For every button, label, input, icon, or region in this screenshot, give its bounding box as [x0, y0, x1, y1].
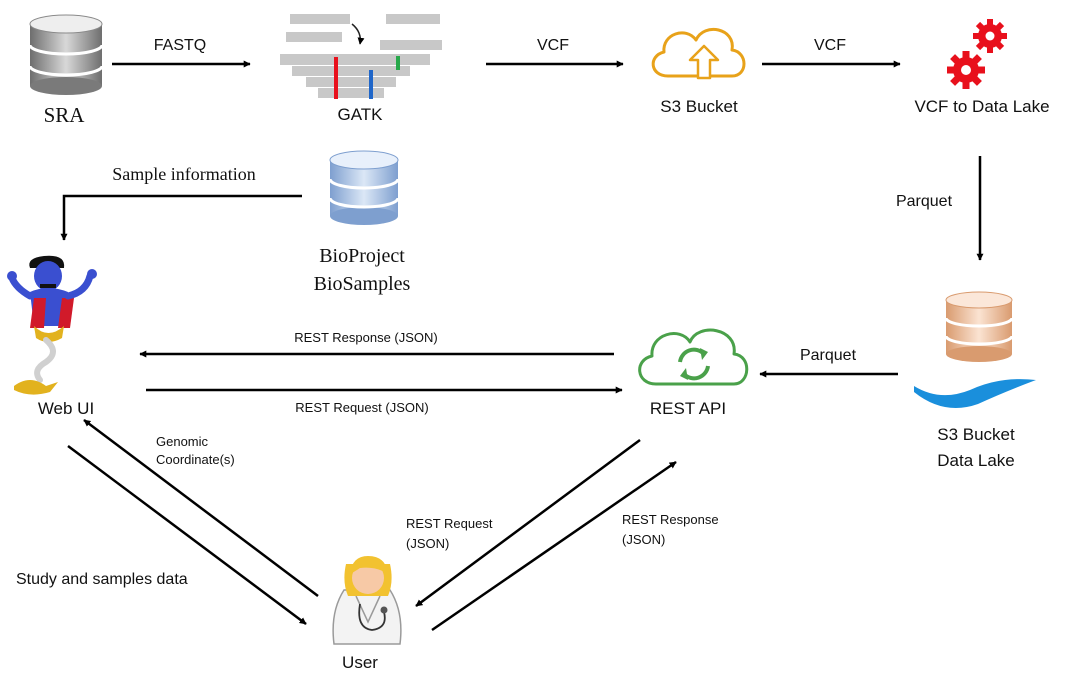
node-label-web-ui: Web UI [38, 399, 94, 418]
node-label-s3-lake-2: Data Lake [937, 451, 1015, 470]
genie-icon [7, 255, 97, 395]
arrow-restapi-to-user [415, 438, 641, 608]
node-label-s3-lake-1: S3 Bucket [937, 425, 1015, 444]
edge-label-fastq: FASTQ [154, 37, 206, 54]
bioproject-database-icon [328, 150, 400, 225]
edge-label-sample-information: Sample information [112, 164, 255, 184]
edge-label-vcf-1: VCF [537, 37, 569, 54]
edge-label-parquet-left: Parquet [800, 347, 857, 364]
edge-label-study-samples: Study and samples data [16, 571, 188, 588]
edges [60, 60, 984, 632]
arrow-webui-to-user [67, 444, 307, 626]
node-label-s3-bucket: S3 Bucket [660, 97, 738, 116]
edge-label-rest-request-bottom-1: REST Request [406, 516, 493, 531]
sra-database-icon [28, 14, 104, 95]
edge-label-vcf-2: VCF [814, 37, 846, 54]
gatk-alignment-icon [280, 14, 442, 99]
edge-label-rest-request-bottom-2: (JSON) [406, 536, 449, 551]
cloud-sync-icon [638, 328, 749, 386]
edge-label-parquet-down: Parquet [896, 193, 953, 210]
arrow-user-to-restapi [431, 460, 677, 632]
edge-label-genomic: Genomic [156, 434, 209, 449]
edge-label-rest-response-bottom-2: (JSON) [622, 532, 665, 547]
arrow-bioproject-to-webui [60, 194, 302, 241]
database-wave-icon [914, 291, 1036, 408]
node-label-vcf-to-data-lake: VCF to Data Lake [914, 97, 1049, 116]
arrow-user-to-webui [83, 419, 319, 597]
doctor-icon [332, 556, 402, 645]
node-label-sra: SRA [44, 103, 86, 127]
edge-label-rest-response-top: REST Response (JSON) [294, 330, 438, 345]
edge-label-coordinates: Coordinate(s) [156, 452, 235, 467]
node-label-bioproject: BioProject [319, 245, 405, 267]
edge-label-rest-response-bottom-1: REST Response [622, 512, 719, 527]
node-label-biosamples: BioSamples [314, 273, 411, 295]
node-label-gatk: GATK [337, 105, 383, 124]
node-label-rest-api: REST API [650, 399, 726, 418]
gears-icon [947, 19, 1007, 89]
cloud-upload-icon [651, 28, 746, 80]
node-label-user: User [342, 653, 378, 672]
edge-label-rest-request-top: REST Request (JSON) [295, 400, 428, 415]
